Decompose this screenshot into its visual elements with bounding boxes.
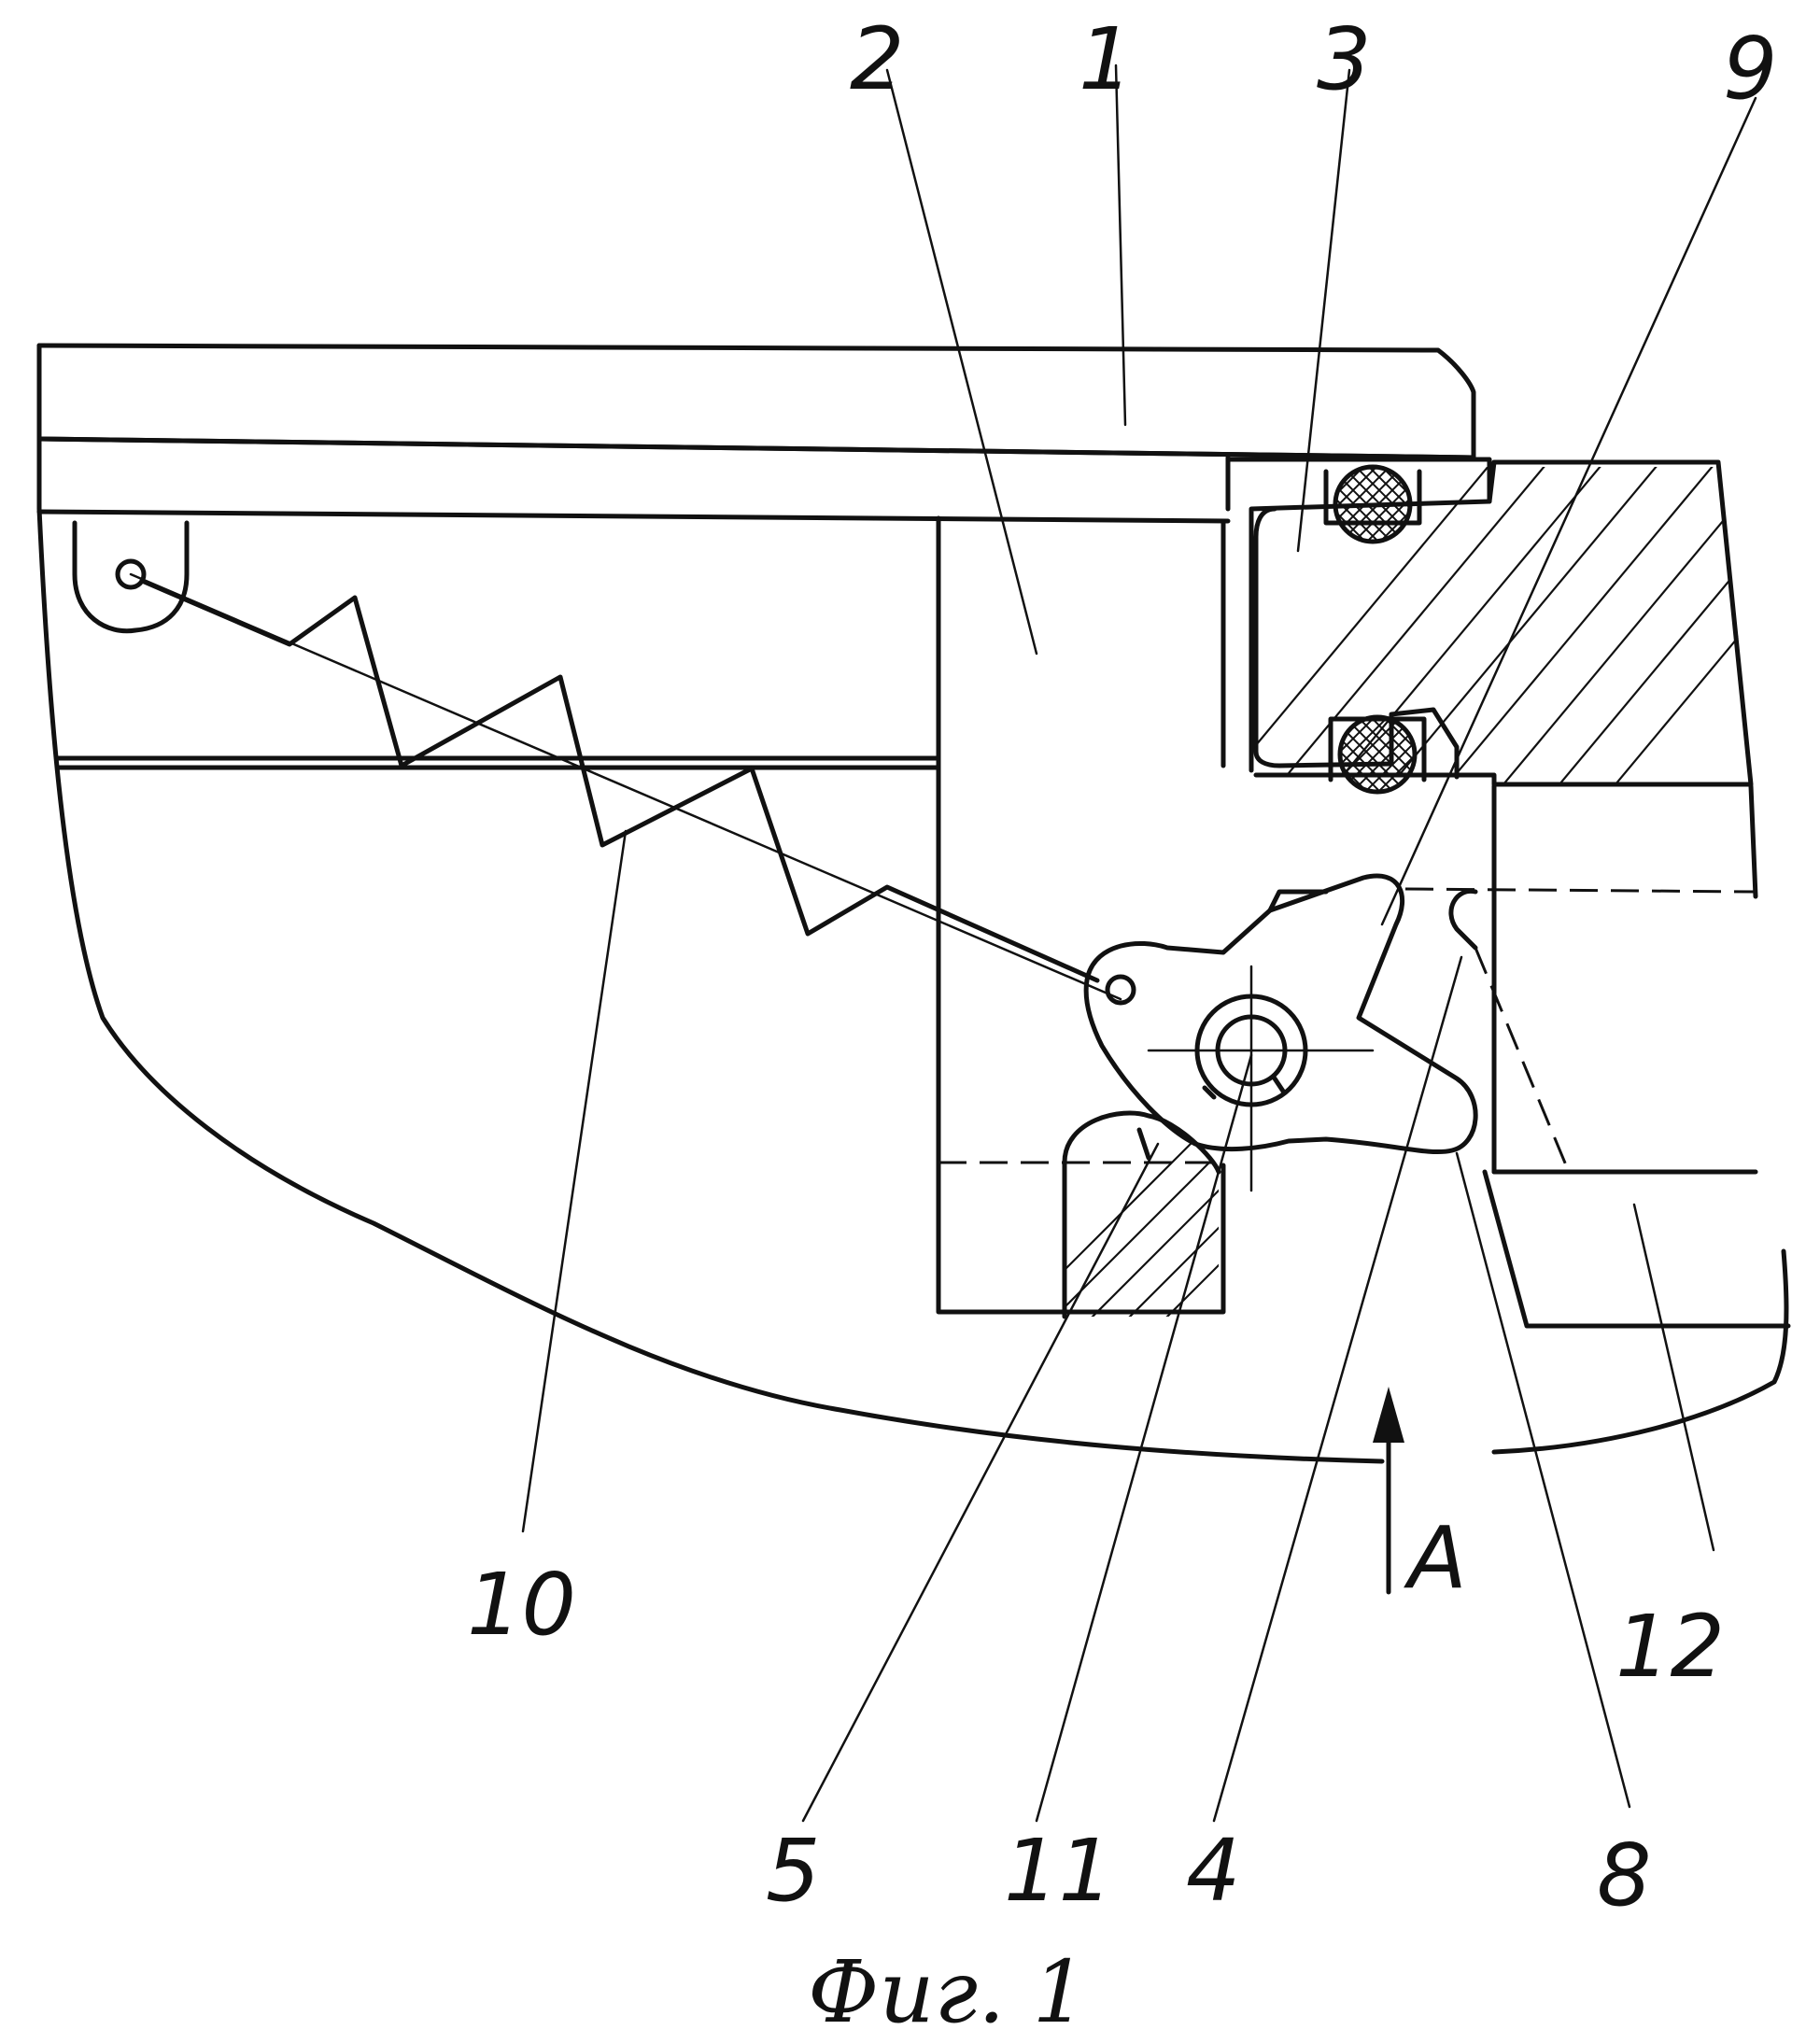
part-10-spring (75, 523, 1134, 1003)
leader-2 (887, 70, 1037, 654)
figure-caption: Фиг. 1 (808, 1942, 1087, 2042)
part-12-guide (1405, 786, 1788, 1326)
leader-10 (523, 831, 626, 1531)
leader-9 (1382, 98, 1756, 924)
label-2: 2 (850, 9, 905, 109)
label-8: 8 (1597, 1826, 1652, 1925)
label-5: 5 (766, 1821, 821, 1921)
part-2-slider (938, 518, 1223, 1312)
leader-8 (1457, 1153, 1630, 1807)
leader-5 (803, 1144, 1158, 1821)
label-11: 11 (1004, 1821, 1113, 1921)
o-ring-bottom (1331, 717, 1424, 792)
view-arrow-a: A (1373, 1387, 1467, 1608)
label-3: 3 (1317, 9, 1372, 109)
label-12: 12 (1615, 1597, 1725, 1697)
part-1-cover (39, 345, 1474, 458)
view-letter: A (1404, 1508, 1467, 1608)
leader-12 (1634, 1205, 1714, 1550)
break-line-right (1494, 1251, 1786, 1452)
label-9: 9 (1723, 19, 1778, 119)
label-1: 1 (1079, 9, 1134, 109)
leader-1 (1116, 65, 1125, 425)
label-10: 10 (467, 1555, 576, 1655)
o-ring-top (1326, 467, 1419, 542)
label-4: 4 (1186, 1821, 1241, 1921)
part-3-body (1177, 392, 1820, 840)
